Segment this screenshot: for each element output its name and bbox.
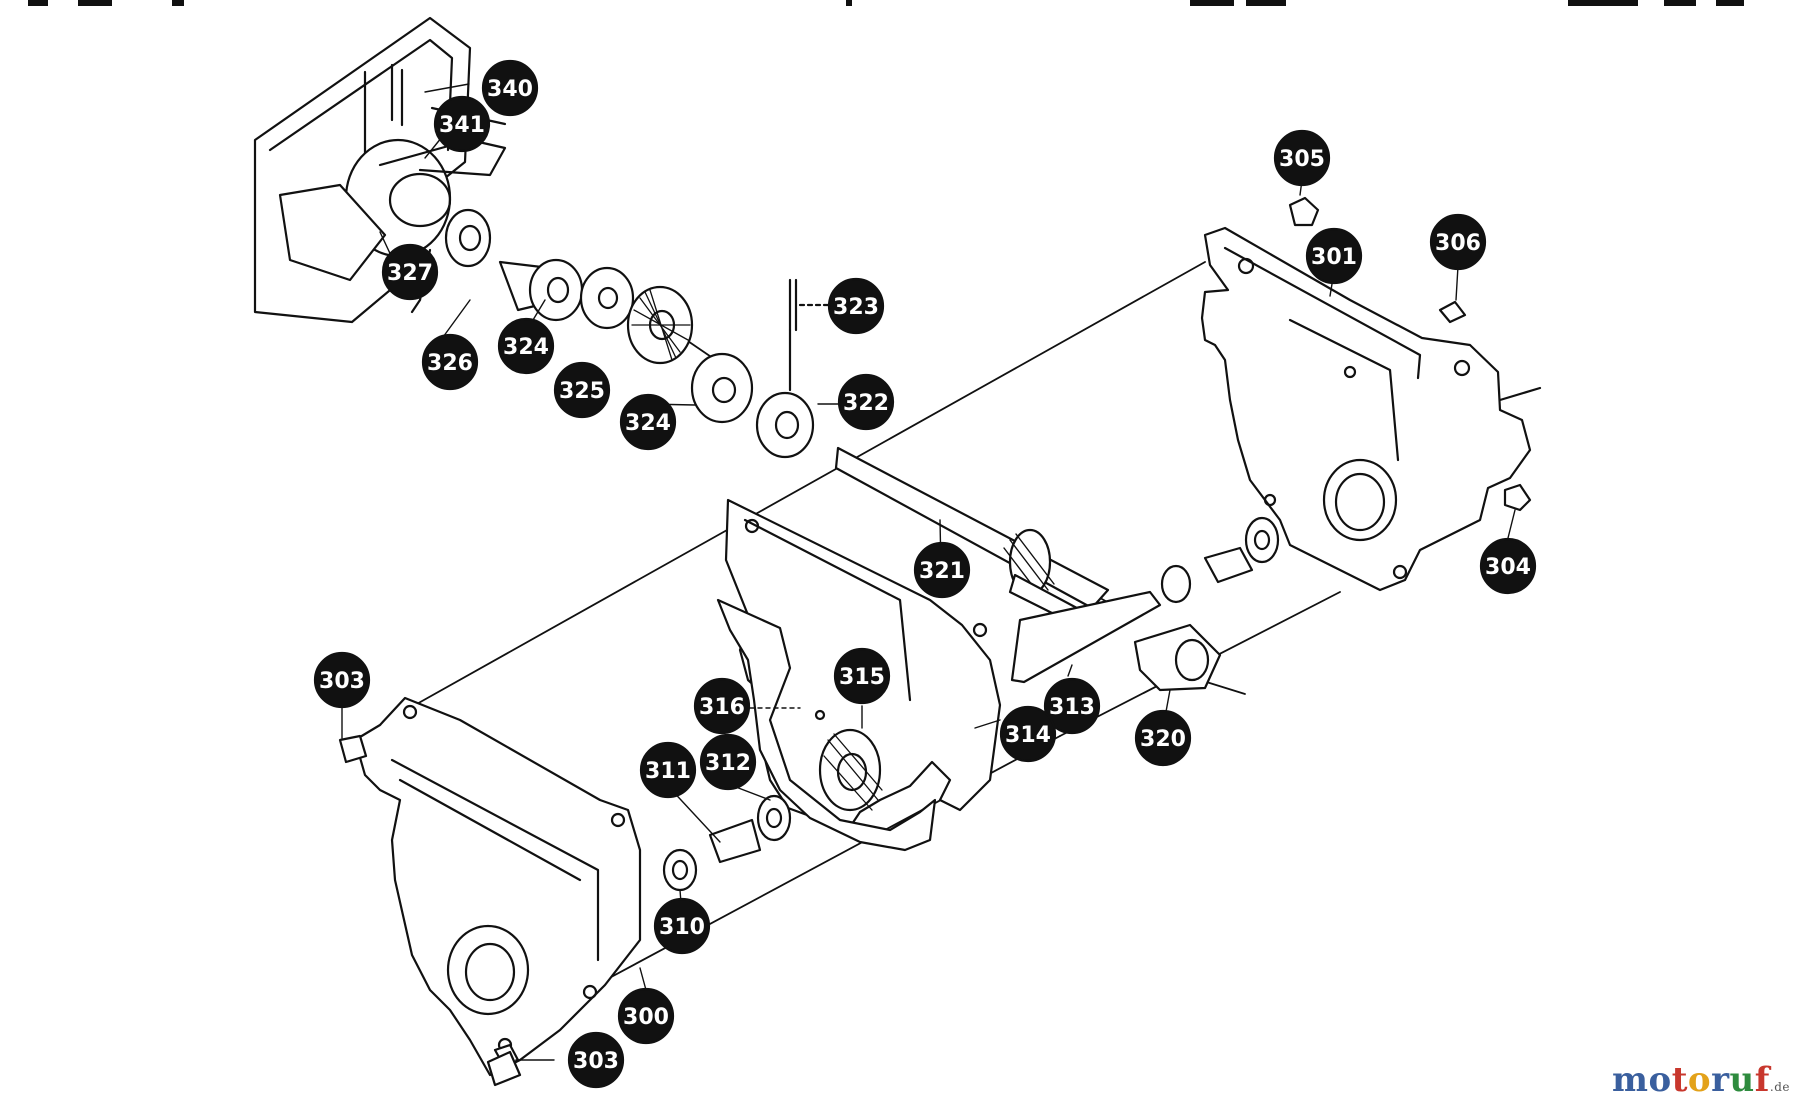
callout-badge <box>699 733 757 791</box>
callout-306: 306 <box>1429 213 1487 271</box>
callout-number: 326 <box>427 351 473 376</box>
callout-badge <box>833 647 891 705</box>
callout-323: 323 <box>827 277 885 335</box>
watermark-suffix: .de <box>1769 1080 1790 1094</box>
callout-310: 310 <box>653 897 711 955</box>
callout-312: 312 <box>699 733 757 791</box>
callout-322: 322 <box>837 373 895 431</box>
callout-badge <box>567 1031 625 1089</box>
callout-327: 327 <box>381 243 439 301</box>
callout-badge <box>639 741 697 799</box>
callout-321: 321 <box>913 541 971 599</box>
callout-badge <box>381 243 439 301</box>
callout-number: 310 <box>659 915 705 940</box>
callout-number: 300 <box>623 1005 669 1030</box>
callout-number: 323 <box>833 295 879 320</box>
callout-313: 313 <box>1043 677 1101 735</box>
watermark-letter-1: o <box>1648 1060 1672 1100</box>
callout-badge <box>313 651 371 709</box>
motoruf-watermark: motoruf.de <box>1612 1060 1790 1100</box>
callout-301: 301 <box>1305 227 1363 285</box>
callout-number: 312 <box>705 751 751 776</box>
callout-number: 303 <box>573 1049 619 1074</box>
callout-number: 315 <box>839 665 885 690</box>
callout-number: 304 <box>1485 555 1531 580</box>
watermark-letter-3: o <box>1687 1060 1712 1100</box>
callout-number: 306 <box>1435 231 1481 256</box>
cropped-header-marks <box>28 0 1744 6</box>
callout-300: 300 <box>617 987 675 1045</box>
callout-303: 303 <box>567 1031 625 1089</box>
callout-303: 303 <box>313 651 371 709</box>
callout-badge <box>481 59 539 117</box>
callout-number: 320 <box>1140 727 1186 752</box>
callout-320: 320 <box>1134 709 1192 767</box>
watermark-letter-6: f <box>1754 1060 1770 1100</box>
callout-badge <box>553 361 611 419</box>
callout-number: 301 <box>1311 245 1357 270</box>
callout-315: 315 <box>833 647 891 705</box>
callout-number: 321 <box>919 559 965 584</box>
callout-number: 313 <box>1049 695 1095 720</box>
right-fasteners <box>1288 196 1532 512</box>
watermark-letter-5: u <box>1729 1060 1755 1100</box>
callout-311: 311 <box>639 741 697 799</box>
callout-304: 304 <box>1479 537 1537 595</box>
callout-340: 340 <box>481 59 539 117</box>
callout-number: 305 <box>1279 147 1325 172</box>
callout-badge <box>1134 709 1192 767</box>
bushing-and-bearing-stack <box>444 208 842 459</box>
callout-number: 325 <box>559 379 605 404</box>
lower-bushings <box>662 794 792 892</box>
watermark-letter-0: m <box>1612 1060 1649 1100</box>
callout-badge <box>913 541 971 599</box>
callout-badge <box>827 277 885 335</box>
callout-305: 305 <box>1273 129 1331 187</box>
callout-number: 303 <box>319 669 365 694</box>
callout-badge <box>617 987 675 1045</box>
watermark-letter-4: r <box>1711 1060 1730 1100</box>
callout-badge <box>497 317 555 375</box>
callout-badge <box>693 677 751 735</box>
callout-number: 322 <box>843 391 889 416</box>
callout-badge <box>421 333 479 391</box>
callout-number: 311 <box>645 759 691 784</box>
callout-badge <box>1273 129 1331 187</box>
callout-number: 341 <box>439 113 485 138</box>
callout-badge <box>1043 677 1101 735</box>
callout-324: 324 <box>619 393 677 451</box>
callout-badge <box>653 897 711 955</box>
callout-325: 325 <box>553 361 611 419</box>
callout-badge <box>999 705 1057 763</box>
left-gear-case <box>338 696 642 1087</box>
callout-badge <box>1479 537 1537 595</box>
callout-badge <box>1305 227 1363 285</box>
impeller-bracket-housing <box>253 16 507 324</box>
callout-badge <box>619 393 677 451</box>
callout-number: 324 <box>625 411 671 436</box>
right-gear-case <box>1200 226 1542 592</box>
callout-341: 341 <box>433 95 491 153</box>
callout-number: 327 <box>387 261 433 286</box>
callout-number: 324 <box>503 335 549 360</box>
callout-number: 314 <box>1005 723 1051 748</box>
callout-number: 340 <box>487 77 533 102</box>
callout-316: 316 <box>693 677 751 735</box>
callout-number: 316 <box>699 695 745 720</box>
callout-badge <box>433 95 491 153</box>
callout-324: 324 <box>497 317 555 375</box>
watermark-letter-2: t <box>1671 1060 1688 1100</box>
worm-shaft-assembly <box>834 446 1280 692</box>
callout-badge <box>1429 213 1487 271</box>
callout-326: 326 <box>421 333 479 391</box>
inner-seal <box>716 598 937 852</box>
callout-314: 314 <box>999 705 1057 763</box>
callout-badge <box>837 373 895 431</box>
